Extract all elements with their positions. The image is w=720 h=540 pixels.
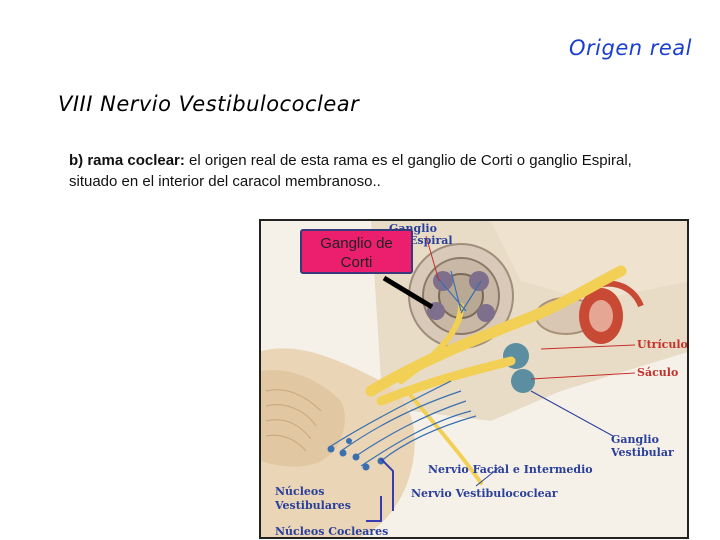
callout-line-1: Ganglio de (320, 235, 393, 252)
page-title: VIII Nervio Vestibulococlear (58, 92, 360, 116)
label-nervio-facial: Nervio Facial e Intermedio (428, 463, 593, 476)
nuclei-dots (327, 438, 385, 471)
label-utriculo: Utrículo (637, 338, 688, 351)
label-ganglio-espiral-bottom: Espiral (409, 234, 453, 247)
label-ganglio-vestibular-1: Ganglio (611, 433, 659, 446)
nerve-bundle (365, 265, 627, 485)
label-saculo: Sáculo (637, 366, 678, 379)
nuclei-bracket (380, 458, 394, 511)
bone-upper (491, 221, 687, 301)
cerebellum-folia (265, 389, 322, 452)
bracket-lower (366, 496, 382, 522)
nerve-fibers (330, 270, 482, 467)
label-nervio-vestibulococlear: Nervio Vestibulococlear (411, 487, 558, 500)
ganglio-corti-callout: Ganglio de Corti (300, 229, 413, 274)
label-leaders (425, 235, 636, 487)
cochlea (408, 243, 514, 349)
label-ganglio-vestibular-2: Vestibular (610, 446, 674, 459)
label-nucleos-cocleares: Núcleos Cocleares (275, 525, 388, 538)
anatomy-illustration: Ganglio Espiral Utrículo Sáculo Ganglio … (261, 221, 688, 538)
paragraph-bold-lead: b) rama coclear: (69, 152, 185, 169)
paragraph-text: el origen real de esta rama es el gangli… (69, 152, 632, 190)
corner-title: Origen real (569, 36, 692, 60)
callout-line-2: Corti (340, 254, 373, 271)
anatomy-figure: Ganglio Espiral Utrículo Sáculo Ganglio … (259, 219, 689, 539)
description-paragraph: b) rama coclear: el origen real de esta … (69, 150, 669, 192)
label-nucleos-vestibulares-2: Vestibulares (274, 499, 351, 512)
label-nucleos-vestibulares-1: Núcleos (275, 485, 324, 498)
cerebellum-lobe (261, 370, 345, 467)
